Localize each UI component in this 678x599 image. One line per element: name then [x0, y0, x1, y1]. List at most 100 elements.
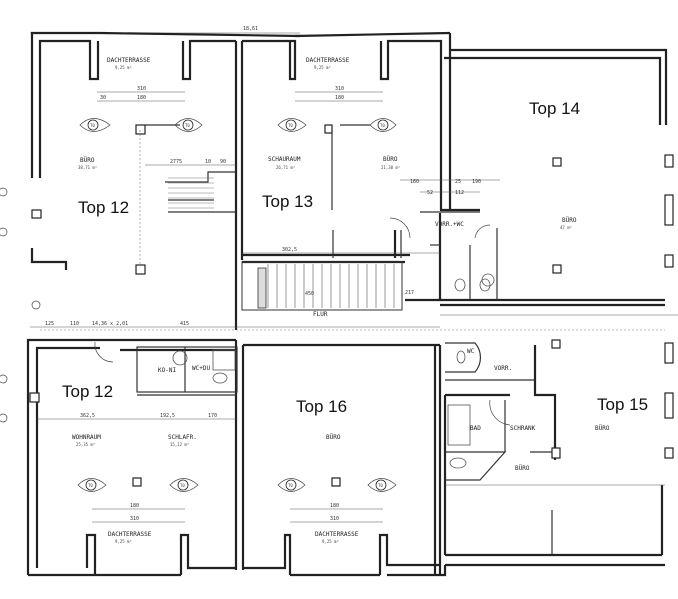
window-pier [664, 254, 674, 268]
unit-label-top-14: Top 14 [529, 99, 580, 118]
column [135, 264, 146, 275]
room-label: VORR.+WC [435, 221, 464, 228]
room-label: BÜRO [515, 465, 530, 472]
toilet-fixture [212, 372, 228, 384]
svg-text:180: 180 [137, 95, 146, 101]
window-pier [664, 342, 674, 364]
unit-label-top-12-upper: Top 12 [78, 198, 129, 217]
room-label: DACHTERRASSE [107, 57, 151, 64]
bathtub-fixture [447, 404, 471, 446]
svg-text:125: 125 [45, 321, 54, 327]
column [552, 264, 562, 274]
lower-walls [26, 338, 665, 577]
internal-stair [165, 171, 236, 213]
door-swings-lower [77, 341, 511, 492]
room-area: 26,71 m² [276, 165, 295, 170]
stair-treads-lower [168, 177, 214, 209]
svg-text:T0: T0 [90, 123, 95, 128]
unit-label-top-15: Top 15 [597, 395, 648, 414]
sink-fixture [172, 350, 188, 366]
svg-text:T0: T0 [288, 483, 293, 488]
svg-text:180: 180 [130, 503, 139, 509]
svg-text:180: 180 [330, 503, 339, 509]
dimension-labels-upper: 310 180 30 310 180 2775 10 90 302,5 160 … [45, 86, 481, 327]
svg-text:T0: T0 [180, 483, 185, 488]
dimension-labels-lower: 362,5 192,5 170 180 310 180 310 [80, 413, 339, 522]
dimension-lines-upper [30, 91, 678, 328]
axis-markers [0, 187, 41, 423]
svg-text:2775: 2775 [170, 159, 182, 165]
room-label: SCHAURAUM [268, 156, 301, 163]
unit-label-top-16: Top 16 [296, 397, 347, 416]
toilet-fixture [479, 278, 491, 292]
stair-treads-upper [267, 264, 395, 308]
staircase [241, 261, 403, 311]
svg-text:192,5: 192,5 [160, 413, 175, 419]
svg-text:217: 217 [405, 290, 414, 296]
room-label: SCHLAFR. [168, 434, 197, 441]
room-label: BÜRO [80, 157, 95, 164]
column [552, 157, 562, 167]
room-area: 25,35 m² [76, 442, 95, 447]
window-pier [664, 392, 674, 419]
room-label: FLUR [313, 311, 328, 318]
room-label: BÜRO [595, 425, 610, 432]
room-label: KO-NI [158, 367, 176, 374]
svg-text:310: 310 [130, 516, 139, 522]
svg-text:T0: T0 [185, 123, 190, 128]
sink-fixture [449, 457, 467, 469]
room-label: DACHTERRASSE [315, 531, 359, 538]
room-label: BAD [470, 425, 481, 432]
room-area: 21,38 m² [381, 165, 400, 170]
column [132, 477, 142, 487]
room-label: BÜRO [326, 434, 341, 441]
room-label: VORR. [494, 365, 512, 372]
room-label: WC+DU [192, 365, 210, 372]
upper-walls [30, 31, 668, 330]
svg-text:52: 52 [427, 190, 433, 196]
svg-text:310: 310 [330, 516, 339, 522]
room-area: 15,12 m² [170, 442, 189, 447]
room-label: DACHTERRASSE [306, 57, 350, 64]
column [31, 209, 42, 219]
room-label: WC [467, 348, 475, 355]
room-label: BÜRO [562, 217, 577, 224]
window-pier [664, 154, 674, 168]
svg-text:170: 170 [208, 413, 217, 419]
unit-label-top-12-lower: Top 12 [62, 382, 113, 401]
svg-text:450: 450 [305, 291, 314, 297]
svg-text:180: 180 [335, 95, 344, 101]
svg-text:10: 10 [205, 159, 211, 165]
svg-text:90: 90 [220, 159, 226, 165]
svg-text:T0: T0 [88, 483, 93, 488]
door-marks-lower: T0 T0 T0 T0 [85, 479, 387, 491]
svg-text:30: 30 [100, 95, 106, 101]
room-area: 9,25 m² [115, 65, 132, 70]
svg-text:302,5: 302,5 [282, 247, 297, 253]
svg-text:415: 415 [180, 321, 189, 327]
column [551, 447, 561, 459]
dimension-lines-lower [37, 418, 665, 523]
stair-wall-hatch [257, 267, 267, 309]
svg-text:190: 190 [472, 179, 481, 185]
shower-fixture [212, 349, 236, 371]
svg-text:310: 310 [137, 86, 146, 92]
svg-text:112: 112 [455, 190, 464, 196]
column [29, 392, 40, 403]
window-pier [664, 194, 674, 226]
room-area: 38,71 m² [78, 165, 97, 170]
toilet-fixture [456, 350, 466, 364]
room-area: 9,25 m² [322, 539, 339, 544]
room-area: 9,25 m² [314, 65, 331, 70]
window-pier [664, 447, 674, 459]
door-swings-upper [79, 118, 491, 239]
svg-text:T0: T0 [378, 483, 383, 488]
door-marks-upper: T0 T0 T0 T0 [87, 119, 389, 131]
column [331, 477, 341, 487]
svg-text:362,5: 362,5 [80, 413, 95, 419]
svg-text:25: 25 [455, 179, 461, 185]
room-label: SCHRANK [510, 425, 536, 432]
svg-text:T0: T0 [288, 123, 293, 128]
top-dimension-label: 18,61 [243, 26, 258, 32]
room-label: DACHTERRASSE [108, 531, 152, 538]
